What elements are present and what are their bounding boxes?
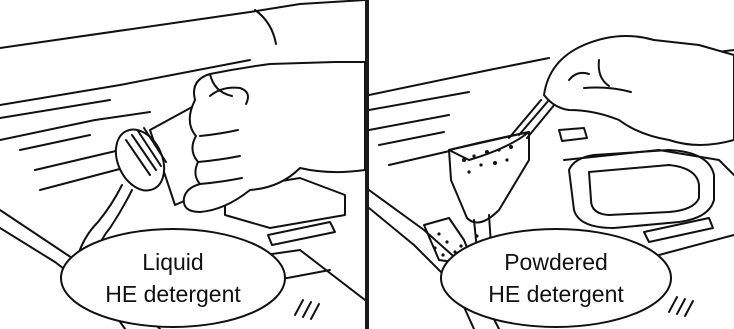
hand-outline (184, 62, 365, 212)
washer-top-edge (369, 58, 549, 95)
caption-line-2: HE detergent (488, 281, 624, 307)
liquid-pour-illustration: Liquid HE detergent (0, 0, 365, 329)
tray-tab (559, 128, 587, 141)
washer-lid-hinge (255, 10, 276, 44)
scoop-body (449, 132, 529, 223)
vent-slots (669, 297, 693, 316)
powder-pour-illustration: Powdered HE detergent (369, 0, 734, 329)
liquid-detergent-panel: Liquid HE detergent (0, 0, 365, 329)
caption-line-1: Liquid (142, 249, 203, 275)
powdered-detergent-panel: Powdered HE detergent (369, 0, 734, 329)
washer-lid-right (300, 0, 365, 4)
caption-line-1: Powdered (504, 249, 608, 275)
compartment-inner (589, 165, 699, 215)
tray-right-front (300, 250, 365, 300)
compartment-handle (268, 222, 335, 245)
washer-top-edge-inner (369, 92, 469, 110)
dispenser-tray-top (369, 115, 449, 130)
vent-slots (295, 300, 319, 319)
caption-line-2: HE detergent (105, 281, 241, 307)
scoop-handle (509, 100, 555, 138)
caption-bubble (61, 229, 285, 327)
caption-bubble (441, 229, 671, 327)
dispenser-slot-lines (379, 132, 454, 165)
